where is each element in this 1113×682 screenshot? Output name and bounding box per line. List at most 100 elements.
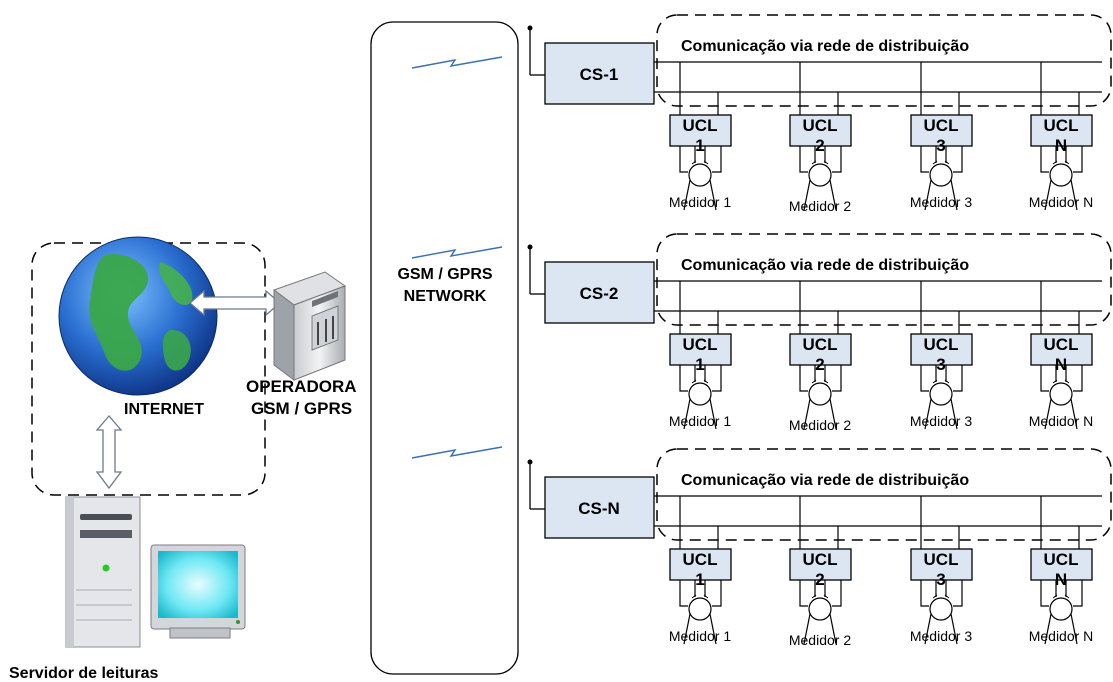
meter-tick: [1052, 160, 1070, 165]
meter-icon: [1049, 597, 1073, 621]
meter-icon: [808, 382, 832, 406]
ucl-number: 3: [936, 570, 945, 589]
meter-leg: [683, 398, 691, 430]
meter-leg: [950, 613, 958, 645]
operator-label-line1: OPERADORA: [246, 377, 357, 396]
ucl-number: 2: [815, 570, 824, 589]
operator-label-line2: GSM / GPRS: [251, 399, 352, 418]
ucl-box: [789, 548, 852, 581]
meter-leg: [950, 179, 958, 211]
meter-wire: [953, 146, 963, 173]
meter-icon: [808, 163, 832, 187]
meter-label: Medidor N: [1029, 194, 1094, 210]
meter-tick: [811, 594, 829, 599]
ucl-number: 2: [815, 355, 824, 374]
meter-wire: [832, 146, 842, 173]
meter-leg: [1070, 179, 1078, 211]
distribution-network-frame: [656, 14, 1112, 107]
radio-link-icon: [411, 246, 503, 259]
meter-icon: [688, 597, 712, 621]
ucl-box: [789, 333, 852, 366]
ucl-label: UCL: [924, 550, 959, 569]
distribution-network-frame: [656, 448, 1112, 541]
ucl-label: UCL: [683, 550, 718, 569]
meter-icon: [929, 597, 953, 621]
ucl-number: 1: [695, 570, 704, 589]
meter-tick: [932, 379, 950, 384]
globe-icon: [58, 236, 218, 396]
meter-tick: [932, 594, 950, 599]
meter-tick: [691, 379, 709, 384]
antenna-dot: [527, 244, 533, 250]
cs-box: [544, 42, 655, 105]
meter-leg: [950, 398, 958, 430]
meter-wire: [953, 365, 963, 392]
meter-wire: [920, 365, 929, 392]
cs-label: CS-1: [580, 65, 619, 84]
meter-wire: [832, 580, 842, 607]
gsm-network-frame: [370, 21, 519, 675]
double-arrow-horizontal-icon: [189, 289, 281, 317]
ucl-label: UCL: [1044, 550, 1079, 569]
meter-wire: [1073, 146, 1083, 173]
ucl-label: UCL: [924, 116, 959, 135]
ucl-number: N: [1055, 136, 1067, 155]
meter-icon: [1049, 163, 1073, 187]
ucl-label: UCL: [924, 335, 959, 354]
meter-tick: [932, 160, 950, 165]
monitor-icon: [150, 544, 246, 639]
meter-wire: [679, 365, 688, 392]
meter-wire: [920, 580, 929, 607]
operator-server-icon: [272, 271, 347, 381]
meter-leg: [829, 613, 837, 645]
meter-icon: [929, 382, 953, 406]
ucl-box: [669, 114, 732, 147]
meter-leg: [683, 613, 691, 645]
meter-wire: [1040, 365, 1049, 392]
meter-wire: [712, 580, 722, 607]
ucl-box: [789, 114, 852, 147]
meter-leg: [803, 398, 811, 430]
radio-link-icon: [411, 56, 503, 69]
meter-leg: [924, 398, 932, 430]
meter-leg: [803, 613, 811, 645]
meter-label: Medidor 3: [910, 194, 972, 210]
meter-label: Medidor 2: [789, 198, 851, 214]
meter-leg: [683, 179, 691, 211]
meter-wire: [1073, 365, 1083, 392]
meter-leg: [829, 398, 837, 430]
meter-wire: [953, 580, 963, 607]
ucl-box: [1030, 114, 1093, 147]
network-label-line1: GSM / GPRS: [397, 266, 492, 283]
meter-wire: [1073, 580, 1083, 607]
meter-icon: [929, 163, 953, 187]
meter-tick: [811, 379, 829, 384]
meter-tick: [691, 594, 709, 599]
ucl-label: UCL: [803, 335, 838, 354]
ucl-box: [1030, 548, 1093, 581]
meter-wire: [679, 580, 688, 607]
distribution-network-frame: [656, 233, 1112, 326]
comm-label: Comunicação via rede de distribuição: [681, 257, 969, 274]
meter-tick: [811, 160, 829, 165]
meter-wire: [1040, 146, 1049, 173]
meter-leg: [1044, 179, 1052, 211]
meter-leg: [709, 398, 717, 430]
meter-wire: [1040, 580, 1049, 607]
server-label: Servidor de leituras: [9, 665, 158, 682]
meter-leg: [709, 179, 717, 211]
meter-icon: [688, 382, 712, 406]
meter-label: Medidor N: [1029, 413, 1094, 429]
meter-leg: [924, 613, 932, 645]
ucl-number: 2: [815, 136, 824, 155]
meter-leg: [924, 179, 932, 211]
